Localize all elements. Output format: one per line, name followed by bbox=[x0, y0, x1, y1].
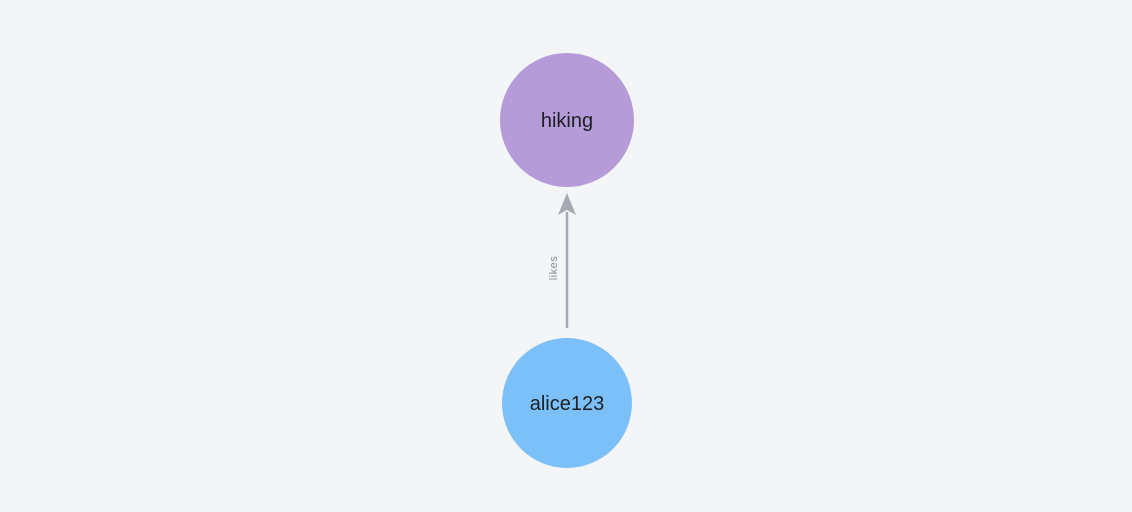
node-hiking-circle[interactable] bbox=[500, 53, 634, 187]
node-hiking[interactable]: hiking bbox=[500, 53, 634, 187]
node-alice123-label: alice123 bbox=[530, 393, 605, 415]
edge-label[interactable]: likes bbox=[548, 256, 560, 281]
edge-arrowhead-icon bbox=[558, 193, 576, 215]
node-hiking-label: hiking bbox=[541, 110, 593, 132]
edge-likes[interactable]: likes bbox=[548, 193, 576, 328]
node-alice123-circle[interactable] bbox=[502, 338, 632, 468]
node-alice123[interactable]: alice123 bbox=[502, 338, 632, 468]
